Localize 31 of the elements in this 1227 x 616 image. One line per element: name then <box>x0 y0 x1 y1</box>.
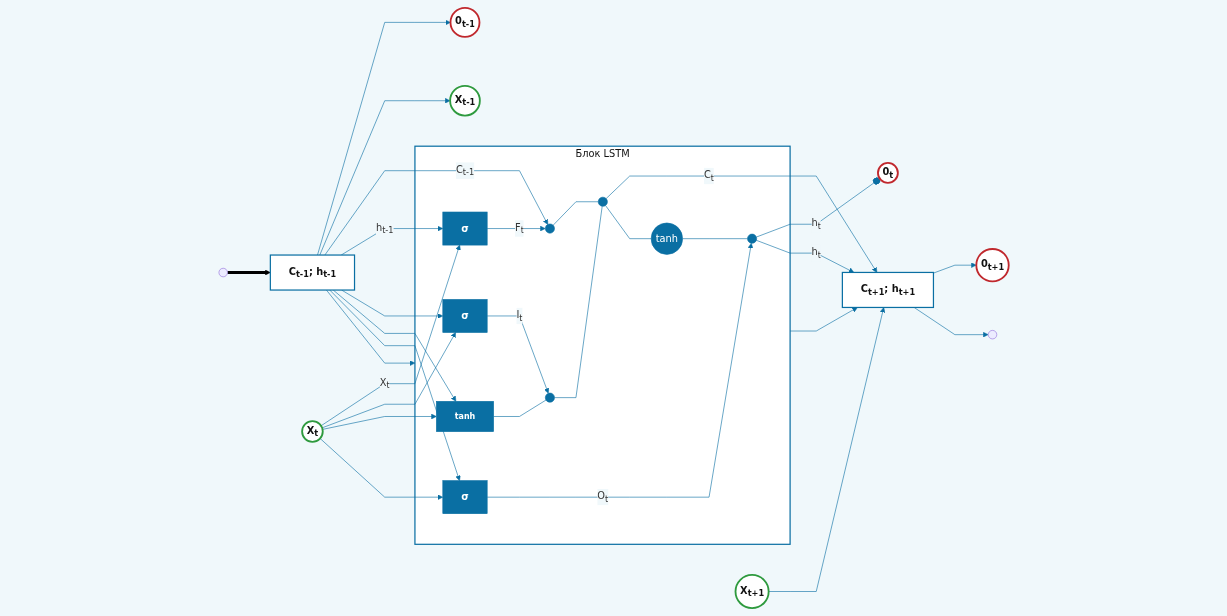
connector <box>604 205 652 239</box>
node-circle: X$_{t}$ <box>300 420 324 443</box>
node-circle: 0$_{t+1}$ <box>975 248 1010 283</box>
node-circle: tanh <box>650 222 683 255</box>
connector <box>493 399 546 417</box>
node-box: σ <box>442 480 488 514</box>
connector <box>681 238 748 239</box>
connector <box>552 201 599 226</box>
node-box: σ <box>442 299 488 333</box>
node-box: C$_{t+1}$; h$_{t+1}$ <box>841 271 934 309</box>
edge-label: C$_{t}$ <box>703 168 714 183</box>
node-circle: 0$_{t-1}$ <box>449 7 481 38</box>
connector <box>553 206 603 398</box>
node-circle <box>544 392 555 403</box>
node-box: σ <box>442 211 488 246</box>
edge-label: C$_{t-1}$ <box>455 163 474 178</box>
arrow <box>227 269 271 276</box>
edge-label: h$_{t}$ <box>811 246 821 260</box>
edge-label: F$_{t}$ <box>514 221 524 236</box>
edge-label: I$_{t}$ <box>516 308 523 323</box>
node-circle: X$_{t-1}$ <box>448 84 481 117</box>
edge-label: O$_{t}$ <box>597 490 608 504</box>
node-box: C$_{t-1}$; h$_{t-1}$ <box>269 254 355 291</box>
node-circle: X$_{t+1}$ <box>734 574 770 609</box>
edge-label: X$_{t}$ <box>379 376 390 391</box>
node-circle <box>544 223 555 234</box>
node-circle <box>746 233 757 244</box>
node-circle: 0$_{t}$ <box>876 162 899 184</box>
node-circle <box>597 196 608 207</box>
edge-label: h$_{t}$ <box>811 217 821 231</box>
edge-label: h$_{t-1}$ <box>375 221 394 236</box>
